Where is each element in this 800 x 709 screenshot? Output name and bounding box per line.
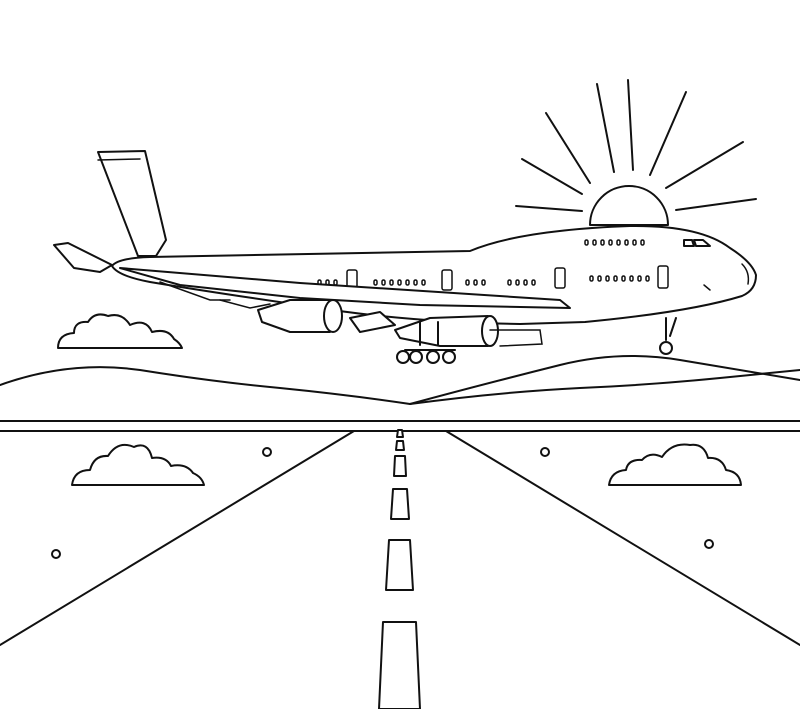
sun [515,79,757,226]
wing [119,267,571,309]
engine-2 [394,315,543,347]
hill-line-back [409,369,800,405]
fuselage [111,224,757,325]
main-wheel [396,350,410,364]
hills [0,355,800,405]
doors [346,265,669,291]
upper-deck-windows [584,239,645,246]
runway-edge-right [445,430,800,646]
horizontal-stabilizer [53,242,113,273]
dot [51,549,61,559]
cloud-left-sky [57,313,183,349]
runway [0,420,800,709]
dot [262,447,272,457]
main-wheel [409,350,423,364]
engine-1 [257,299,343,333]
cockpit-windows [683,239,711,247]
main-wheel [426,350,440,364]
nose-wheel [659,341,673,355]
landing-gear [396,317,677,364]
tail-fin [97,150,167,257]
dot [540,447,550,457]
sun-rays [515,79,757,212]
runway-edge-left [0,430,355,646]
main-wheel [442,350,456,364]
cloud-right-ground [608,443,742,486]
dot [704,539,714,549]
cloud-left-ground [71,443,205,486]
flap [349,311,396,333]
airplane [53,150,757,364]
sun-disc [589,185,669,226]
engines [257,299,543,347]
clouds [51,313,742,559]
runway-center-dashes [378,429,421,709]
